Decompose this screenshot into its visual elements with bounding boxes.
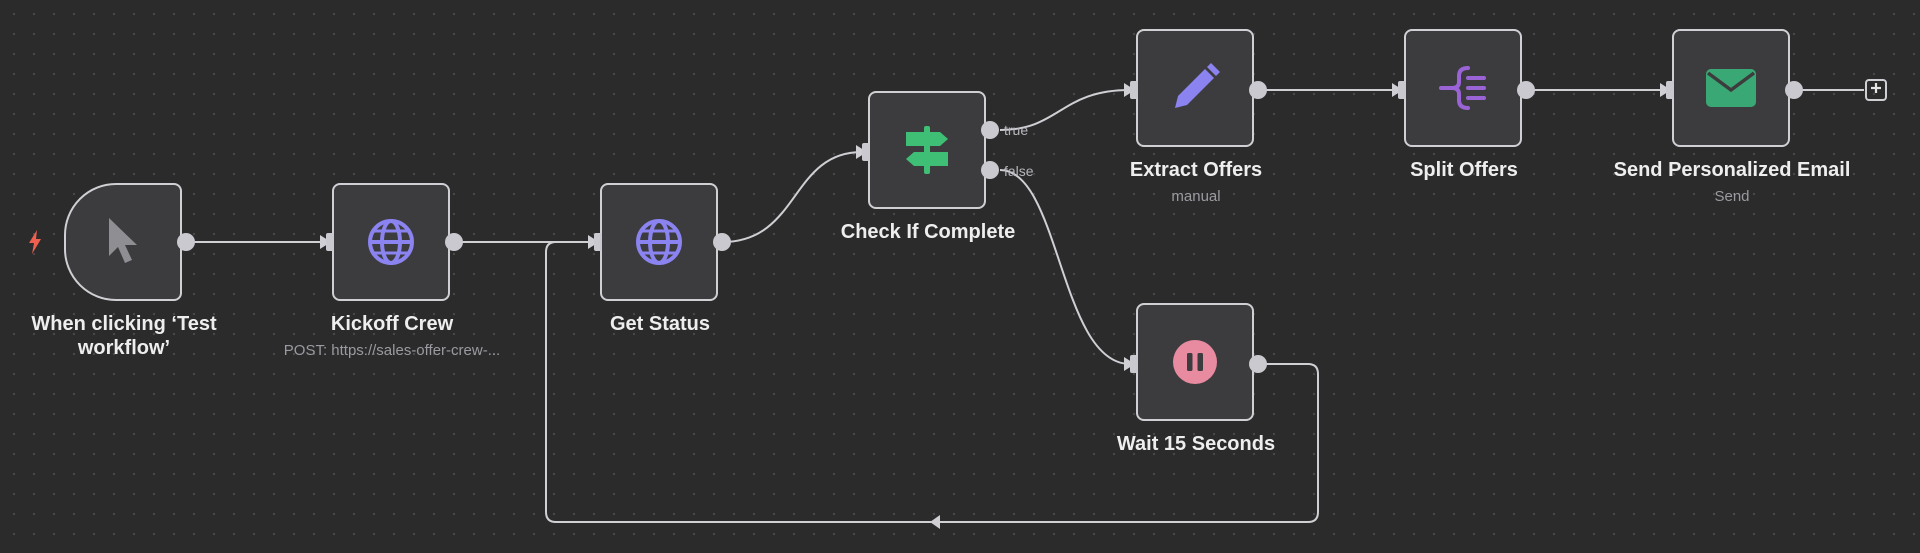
pencil-icon — [1169, 62, 1221, 114]
input-handle-wait[interactable] — [1130, 355, 1138, 373]
node-label-check-if-complete: Check If Complete — [840, 221, 1016, 243]
input-handle-extract-offers[interactable] — [1130, 81, 1138, 99]
output-handle-split-offers[interactable] — [1517, 81, 1535, 99]
split-icon — [1438, 65, 1488, 111]
input-handle-send-email[interactable] — [1666, 81, 1674, 99]
plus-icon — [1870, 81, 1882, 99]
node-kickoff-crew[interactable] — [332, 183, 450, 301]
pause-icon — [1172, 339, 1218, 385]
node-check-if-complete[interactable] — [868, 91, 986, 209]
node-extract-offers[interactable] — [1136, 29, 1254, 147]
node-send-personalized-email[interactable] — [1672, 29, 1790, 147]
branch-label-false: false — [1004, 163, 1034, 179]
node-subtitle-send-email: Send — [1714, 188, 1750, 205]
output-handle-extract-offers[interactable] — [1249, 81, 1267, 99]
node-label-send-email: Send Personalized Email — [1613, 159, 1851, 181]
node-get-status[interactable] — [600, 183, 718, 301]
add-node-button[interactable] — [1865, 79, 1887, 101]
node-subtitle-extract-offers: manual — [1171, 188, 1221, 205]
output-handle-false[interactable] — [981, 161, 999, 179]
node-label-get-status: Get Status — [609, 313, 711, 335]
globe-icon — [634, 217, 684, 267]
output-handle-wait[interactable] — [1249, 355, 1267, 373]
node-label-extract-offers: Extract Offers — [1129, 159, 1263, 181]
node-split-offers[interactable] — [1404, 29, 1522, 147]
output-handle-kickoff-crew[interactable] — [445, 233, 463, 251]
node-label-kickoff-crew: Kickoff Crew — [330, 313, 454, 335]
node-wait-15-seconds[interactable] — [1136, 303, 1254, 421]
node-label-wait: Wait 15 Seconds — [1116, 433, 1276, 455]
input-handle-get-status[interactable] — [594, 233, 602, 251]
node-label-split-offers: Split Offers — [1410, 159, 1518, 181]
node-label-manual-trigger: When clicking ‘Test workflow’ — [31, 313, 217, 359]
envelope-icon — [1705, 68, 1757, 108]
cursor-pointer-icon — [103, 216, 143, 268]
output-handle-get-status[interactable] — [713, 233, 731, 251]
signpost-icon — [902, 124, 952, 176]
input-handle-split-offers[interactable] — [1398, 81, 1406, 99]
connection-trigger-to-kickoff[interactable] — [186, 235, 331, 249]
connection-extract-to-split[interactable] — [1258, 83, 1403, 97]
output-handle-true[interactable] — [981, 121, 999, 139]
lightning-bolt-icon — [26, 229, 44, 260]
input-handle-check-if-complete[interactable] — [862, 143, 870, 161]
output-handle-send-email[interactable] — [1785, 81, 1803, 99]
branch-label-true: true — [1004, 122, 1029, 138]
connection-split-to-email[interactable] — [1526, 83, 1671, 97]
output-handle-trigger[interactable] — [177, 233, 195, 251]
connection-kickoff-to-get-status[interactable] — [454, 235, 599, 249]
input-handle-kickoff-crew[interactable] — [326, 233, 334, 251]
globe-icon — [366, 217, 416, 267]
node-manual-trigger[interactable] — [64, 183, 182, 301]
node-subtitle-kickoff-crew: POST: https://sales-offer-crew-... — [283, 342, 501, 359]
